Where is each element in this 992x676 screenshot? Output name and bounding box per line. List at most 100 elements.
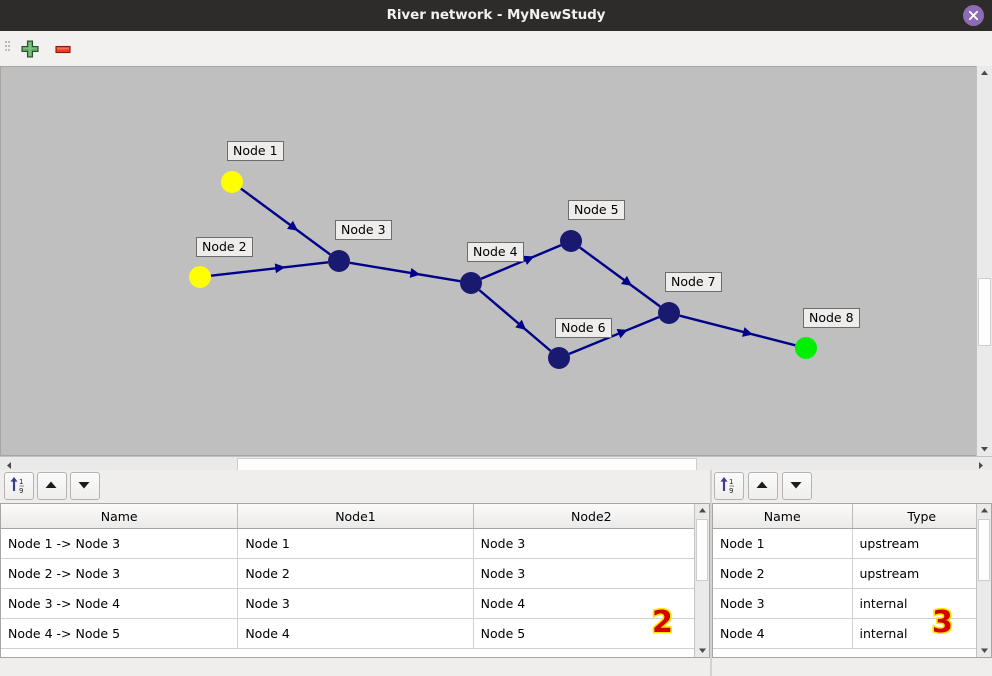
edge-n4-n5[interactable]	[480, 244, 562, 280]
links-move-up-button[interactable]	[37, 472, 67, 500]
nodes-column-header[interactable]: Type	[852, 504, 991, 529]
edge-arrow-n1-n3	[286, 220, 299, 231]
scroll-up-icon[interactable]	[977, 66, 992, 81]
nodes-scroll-down-icon[interactable]	[977, 643, 991, 657]
nodes-cell[interactable]: upstream	[852, 558, 991, 589]
graph-node-n8[interactable]	[795, 337, 817, 359]
nodes-cell[interactable]: Node 2	[713, 558, 853, 589]
nodes-cell[interactable]: internal	[852, 588, 991, 619]
links-scrollbar-thumb[interactable]	[696, 519, 708, 581]
graph-node-n7[interactable]	[658, 302, 680, 324]
nodes-scroll-up-icon[interactable]	[977, 504, 991, 518]
links-column-header[interactable]: Node2	[473, 504, 709, 529]
links-cell[interactable]: Node 1 -> Node 3	[1, 528, 239, 559]
network-graph[interactable]	[1, 67, 977, 455]
links-cell[interactable]: Node 2 -> Node 3	[1, 558, 239, 589]
nodes-move-up-button[interactable]	[748, 472, 778, 500]
edge-n5-n7[interactable]	[579, 246, 661, 308]
edge-n2-n3[interactable]	[210, 261, 329, 277]
graph-node-label-n2[interactable]: Node 2	[196, 237, 253, 257]
scrollbar-thumb[interactable]	[978, 278, 991, 346]
add-node-icon[interactable]	[19, 38, 41, 60]
links-cell[interactable]: Node 2	[237, 558, 474, 589]
graph-node-n4[interactable]	[460, 272, 482, 294]
links-scroll-up-icon[interactable]	[695, 504, 709, 518]
edge-arrow-n4-n5	[523, 255, 535, 265]
graph-node-label-n1[interactable]: Node 1	[227, 141, 284, 161]
links-column-header[interactable]: Node1	[237, 504, 474, 529]
scrollbar-track[interactable]	[977, 81, 992, 441]
graph-node-n3[interactable]	[328, 250, 350, 272]
graph-node-label-n8[interactable]: Node 8	[803, 308, 860, 328]
nodes-cell[interactable]: upstream	[852, 528, 991, 559]
graph-node-label-n7[interactable]: Node 7	[665, 272, 722, 292]
graph-node-label-n4[interactable]: Node 4	[467, 242, 524, 262]
edge-n3-n4[interactable]	[349, 261, 461, 283]
graph-node-label-n3[interactable]: Node 3	[335, 220, 392, 240]
edge-n7-n8[interactable]	[679, 314, 796, 347]
scroll-down-icon[interactable]	[977, 441, 992, 456]
graph-node-n1[interactable]	[221, 171, 243, 193]
nodes-column-header[interactable]: Name	[713, 504, 853, 529]
toolbar-grip[interactable]	[5, 41, 10, 57]
scroll-left-icon[interactable]	[2, 458, 17, 473]
graph-node-n2[interactable]	[189, 266, 211, 288]
links-cell[interactable]: Node 5	[473, 618, 709, 649]
window-title: River network - MyNewStudy	[386, 7, 606, 23]
links-cell[interactable]: Node 4 -> Node 5	[1, 618, 239, 649]
links-sort-button[interactable]: 1 9	[4, 472, 34, 500]
nodes-cell[interactable]: Node 4	[713, 618, 853, 649]
links-column-header[interactable]: Name	[1, 504, 239, 529]
callout-marker-3: 3	[931, 604, 955, 642]
edge-arrow-n4-n6	[515, 319, 527, 331]
svg-text:1: 1	[729, 478, 733, 486]
graph-node-n5[interactable]	[560, 230, 582, 252]
edge-n6-n7[interactable]	[568, 316, 660, 355]
canvas-horizontal-scrollbar[interactable]	[0, 456, 992, 473]
network-canvas[interactable]: Node 1 Node 2 Node 3 Node 4 Node 5 Node 6 Node…	[0, 66, 992, 509]
callout-marker-2: 2	[651, 604, 675, 642]
nodes-move-down-button[interactable]	[782, 472, 812, 500]
edge-n4-n6[interactable]	[478, 289, 552, 352]
links-cell[interactable]: Node 3	[473, 558, 709, 589]
links-move-down-button[interactable]	[70, 472, 100, 500]
links-cell[interactable]: Node 4	[237, 618, 474, 649]
nodes-sort-button[interactable]: 1 9	[714, 472, 744, 500]
graph-node-label-n5[interactable]: Node 5	[568, 200, 625, 220]
links-cell[interactable]: Node 1	[237, 528, 474, 559]
canvas-vertical-scrollbar[interactable]	[976, 66, 992, 456]
nodes-cell[interactable]: internal	[852, 618, 991, 649]
links-cell[interactable]: Node 3	[237, 588, 474, 619]
scroll-right-icon[interactable]	[973, 458, 988, 473]
links-cell[interactable]: Node 3 -> Node 4	[1, 588, 239, 619]
close-icon[interactable]	[963, 5, 984, 26]
nodes-table-scrollbar[interactable]	[976, 504, 991, 657]
links-table-scrollbar[interactable]	[694, 504, 709, 657]
edge-n1-n3[interactable]	[240, 187, 331, 256]
graph-node-label-n6[interactable]: Node 6	[555, 318, 612, 338]
nodes-scrollbar-thumb[interactable]	[978, 519, 990, 581]
nodes-cell[interactable]: Node 3	[713, 588, 853, 619]
links-cell[interactable]: Node 4	[473, 588, 709, 619]
nodes-cell[interactable]: Node 1	[713, 528, 853, 559]
svg-text:1: 1	[19, 478, 23, 486]
links-cell[interactable]: Node 3	[473, 528, 709, 559]
delete-node-icon[interactable]	[52, 38, 74, 60]
links-scroll-down-icon[interactable]	[695, 643, 709, 657]
graph-node-n6[interactable]	[548, 347, 570, 369]
vertical-splitter[interactable]	[710, 470, 712, 676]
edge-arrow-n6-n7	[616, 329, 628, 339]
